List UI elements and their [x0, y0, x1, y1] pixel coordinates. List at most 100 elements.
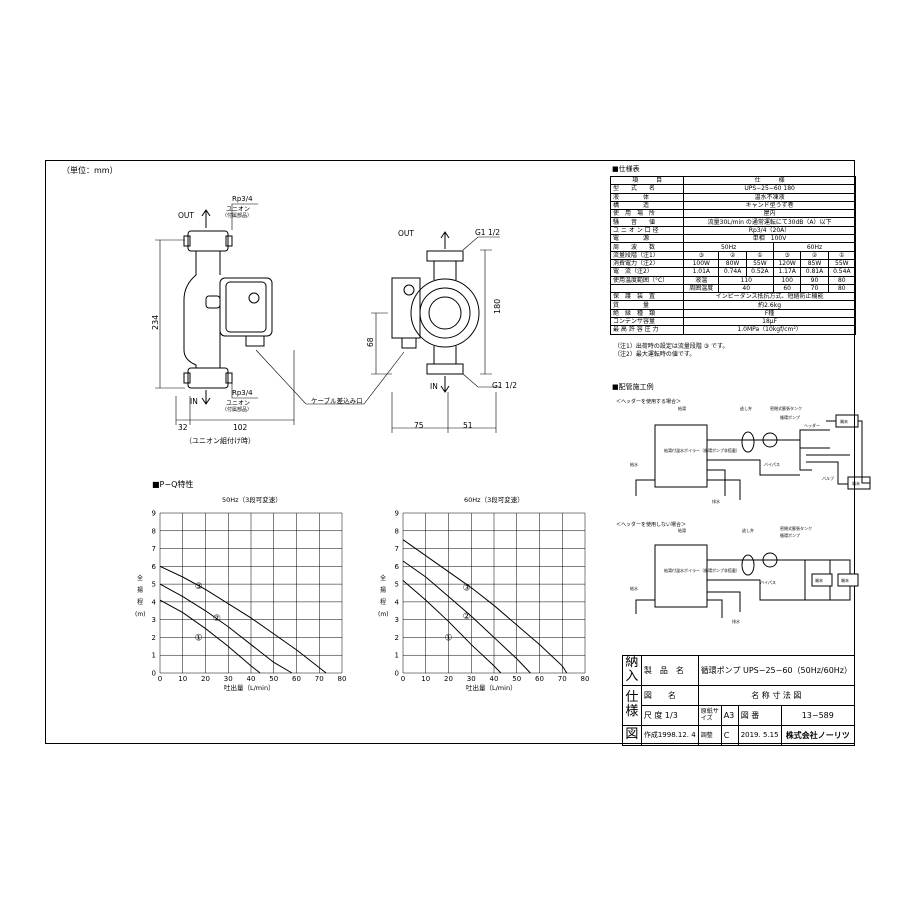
front-body-outline: [183, 251, 221, 368]
boiler-1: [654, 424, 708, 488]
front-knob: [248, 292, 260, 304]
x-tick-label: 30: [224, 675, 233, 683]
y-tick-label: 9: [152, 510, 156, 518]
curve-label-2: ②: [213, 614, 221, 624]
pq60-ylabel-1: 全: [380, 575, 387, 582]
spec-key: 最 高 許 容 圧 力: [609, 325, 685, 335]
pq-section-title: ■P−Q特性: [152, 480, 194, 489]
tb-side-cell-2: 仕様: [622, 684, 642, 726]
curve-label-3: ③: [195, 582, 203, 592]
series-line-2: [159, 583, 293, 674]
g-top-label: G1 1/2: [475, 228, 501, 237]
front-union-bottom-edge: [183, 372, 191, 384]
tb-row-drawing: 仕様 図 名 名 称 寸 法 図: [622, 684, 856, 726]
side-housing-core: [428, 296, 462, 330]
x-tick-label: 10: [421, 675, 430, 683]
rp-bottom-label: Rp3/4: [232, 389, 253, 397]
y-tick-label: 5: [152, 581, 156, 589]
side-in-arrow: [440, 376, 450, 393]
leader-g-bottom: [462, 373, 500, 388]
series-line-2: [402, 560, 531, 674]
y-tick-label: 0: [395, 670, 399, 678]
pq50-ylabel-3: 程: [137, 599, 144, 606]
front-union-top-edge: [183, 235, 191, 247]
y-tick-label: 1: [395, 652, 399, 660]
tb-no: 13−589: [780, 704, 856, 726]
tb-rev-label: 調整: [697, 724, 722, 746]
x-tick-label: 10: [178, 675, 187, 683]
load-2a: [811, 573, 833, 587]
tb-scale-label: 尺 度: [643, 710, 663, 720]
tb-made-cell: 作成1998.12. 4: [640, 724, 699, 746]
side-gland: [401, 337, 417, 349]
tb-company: 株式会社ノーリツ: [780, 724, 856, 746]
bypass-1-text: バイパス: [764, 462, 780, 467]
front-motor-inner: [225, 281, 267, 333]
piping-case-1: ＜ヘッダーを使用する場合＞: [616, 399, 682, 405]
front-cable-gland: [245, 335, 265, 347]
pump-2: [762, 552, 778, 568]
cable-label: ケーブル差込み口: [311, 397, 363, 405]
y-tick-label: 4: [152, 598, 157, 606]
boiler-2-text: 給湯付温水ボイラー（循環ポンプ非搭載）: [664, 567, 740, 573]
x-tick-label: 50: [512, 675, 521, 683]
y-tick-label: 2: [395, 634, 399, 642]
tb-rev: C: [720, 724, 739, 746]
tb-drawing-label: 図 名: [640, 684, 699, 706]
tb-scale-cell: 尺 度 1/3: [640, 704, 699, 726]
tb-side-char: 仕: [625, 689, 639, 705]
y-tick-label: 8: [395, 527, 399, 535]
union-bottom-sub: （付属部品）: [222, 407, 253, 413]
series-line-1: [159, 599, 261, 674]
supply-2-text: 給水: [630, 585, 638, 591]
tb-no-label: 図 番: [737, 704, 782, 726]
curve-label-3: ③: [463, 584, 471, 594]
union-bottom-label: ユニオン: [226, 400, 251, 407]
load-1b-text: 端末: [852, 480, 860, 486]
union-top-label: ユニオン: [226, 206, 251, 213]
dim-68-line: [371, 312, 392, 375]
tb-side-cell-3: 図: [622, 724, 642, 746]
pq60-yunit: (m): [378, 611, 389, 618]
front-out-arrow: [201, 209, 211, 228]
supply-1-text: 給水: [630, 461, 638, 467]
x-tick-label: 20: [444, 675, 453, 683]
x-tick-label: 50: [269, 675, 278, 683]
tb-row-made: 図 作成1998.12. 4 調整 C 2019. 5.15 株式会社ノーリツ: [622, 724, 856, 746]
boiler-2: [654, 544, 708, 608]
pump-1: [762, 432, 778, 448]
tb-made: 1998.12. 4: [657, 731, 696, 740]
load-1-return: [826, 420, 870, 484]
hot-1-text: 給湯: [678, 405, 686, 411]
boiler-1-text: 給湯付温水ボイラー（循環ポンプ非搭載）: [664, 447, 740, 453]
tb-drawing: 名 称 寸 法 図: [697, 684, 856, 706]
y-tick-label: 7: [152, 545, 156, 553]
union-caption: （ユニオン組付け時）: [185, 437, 255, 445]
dim-32-text: 32: [178, 423, 188, 432]
side-screw: [403, 284, 415, 296]
pq50-title: 50Hz（3段可変速）: [222, 496, 282, 504]
dim-102-text: 102: [233, 423, 248, 432]
x-tick-label: 60: [535, 675, 544, 683]
side-pipe: [433, 261, 457, 364]
x-tick-label: 60: [292, 675, 301, 683]
leader-rp-bottom: [231, 378, 258, 399]
spec-note-1: （注1）出荷時の設定は流量段階 ③ です。: [614, 343, 729, 350]
x-tick-label: 80: [581, 675, 590, 683]
pq50-ylabel-2: 揚: [137, 587, 144, 594]
rp-top-label: Rp3/4: [232, 195, 253, 203]
vent-1-text: 逃し弁: [740, 405, 752, 411]
piping-1-supply: [635, 469, 741, 500]
side-out-arrow: [440, 231, 450, 249]
x-tick-label: 40: [490, 675, 499, 683]
y-tick-label: 3: [395, 616, 399, 624]
g-bottom-label: G1 1/2: [492, 381, 518, 390]
tb-made-label: 作成: [643, 731, 658, 740]
bypass-2-text: バイパス: [760, 580, 776, 585]
tb-row-scale: 尺 度 1/3 原紙サイズ A3 図 番 13−589: [623, 704, 856, 726]
pq60-ylabel-2: 揚: [380, 587, 387, 594]
load-2a-text: 端末: [815, 577, 823, 583]
